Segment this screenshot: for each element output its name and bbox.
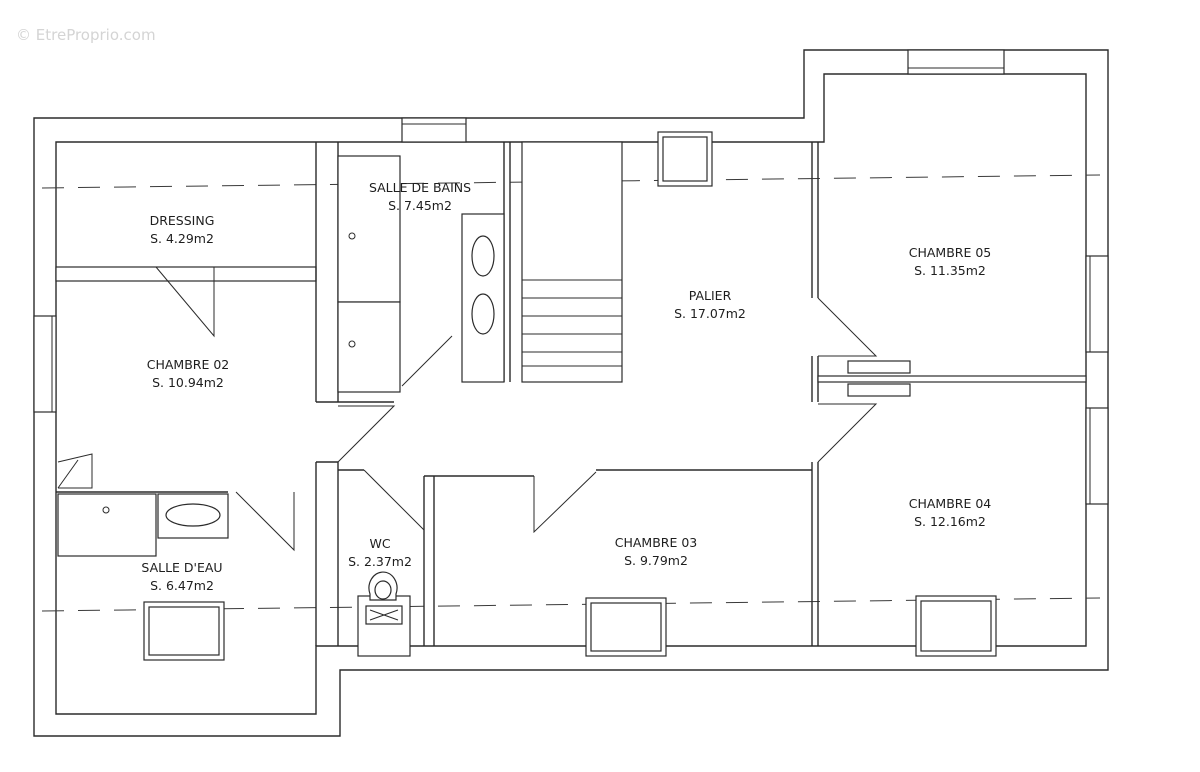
room-chambre-02: CHAMBRE 02 S. 10.94m2 xyxy=(147,357,230,390)
room-palier: PALIER S. 17.07m2 xyxy=(674,288,746,321)
room-name: DRESSING xyxy=(150,213,215,228)
room-name: WC xyxy=(369,536,390,551)
watermark: © EtreProprio.com xyxy=(16,26,156,44)
room-name: CHAMBRE 05 xyxy=(909,245,992,260)
room-dressing: DRESSING S. 4.29m2 xyxy=(150,213,215,246)
room-area: S. 6.47m2 xyxy=(150,578,214,593)
exterior-walls xyxy=(33,49,1109,737)
room-chambre-04: CHAMBRE 04 S. 12.16m2 xyxy=(909,496,992,529)
room-name: PALIER xyxy=(689,288,732,303)
room-area: S. 9.79m2 xyxy=(624,553,688,568)
room-labels: DRESSING S. 4.29m2 CHAMBRE 02 S. 10.94m2… xyxy=(141,180,991,593)
windows xyxy=(33,49,1109,505)
room-name: SALLE D'EAU xyxy=(141,560,222,575)
room-area: S. 10.94m2 xyxy=(152,375,224,390)
room-wc: WC S. 2.37m2 xyxy=(348,536,412,569)
room-name: CHAMBRE 02 xyxy=(147,357,230,372)
staircase xyxy=(521,141,623,383)
door-swings xyxy=(155,266,878,552)
room-area: S. 4.29m2 xyxy=(150,231,214,246)
room-area: S. 17.07m2 xyxy=(674,306,746,321)
room-name: SALLE DE BAINS xyxy=(369,180,471,195)
room-chambre-03: CHAMBRE 03 S. 9.79m2 xyxy=(615,535,698,568)
room-area: S. 11.35m2 xyxy=(914,263,986,278)
room-salle-eau: SALLE D'EAU S. 6.47m2 xyxy=(141,560,222,593)
room-chambre-05: CHAMBRE 05 S. 11.35m2 xyxy=(909,245,992,278)
fixtures xyxy=(57,155,505,657)
room-name: CHAMBRE 04 xyxy=(909,496,992,511)
room-area: S. 7.45m2 xyxy=(388,198,452,213)
room-name: CHAMBRE 03 xyxy=(615,535,698,550)
room-area: S. 12.16m2 xyxy=(914,514,986,529)
room-salle-bains: SALLE DE BAINS S. 7.45m2 xyxy=(369,180,471,213)
room-area: S. 2.37m2 xyxy=(348,554,412,569)
roof-windows xyxy=(143,131,997,661)
